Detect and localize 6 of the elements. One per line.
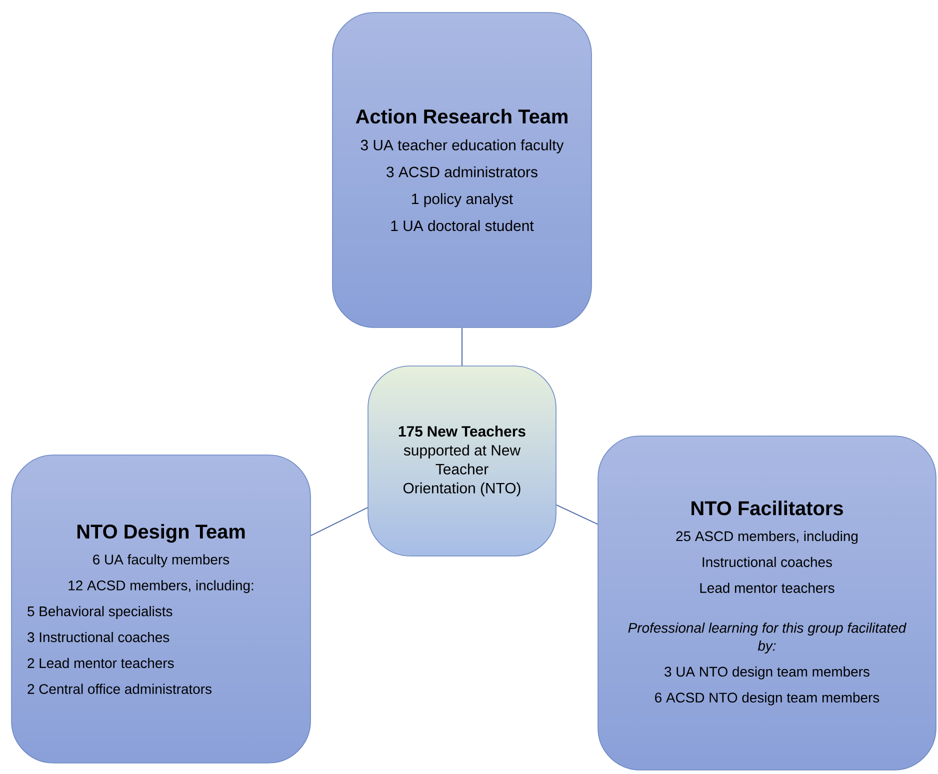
connector-line bbox=[556, 504, 598, 525]
center-box: 175 New Teachers supported at New Teacher Orientation (NTO) bbox=[368, 366, 556, 556]
team-box: NTO Facilitators 25 ASCD members, including Instructional coaches Lead mentor teachers Professional learning for this group facilitated by: 3 UA NTO design team members 6 ACSD NTO design team members bbox=[598, 436, 936, 770]
connector-line bbox=[310, 507, 368, 536]
team-box: Action Research Team 3 UA teacher education faculty 3 ACSD administrators 1 policy analyst 1 UA doctoral student bbox=[332, 12, 592, 328]
team-box: NTO Design Team 6 UA faculty members 12 ACSD members, including: 5 Behavioral specialists 3 Instructional coaches 2 Lead mentor teachers 2 Central office administrators bbox=[11, 454, 311, 764]
